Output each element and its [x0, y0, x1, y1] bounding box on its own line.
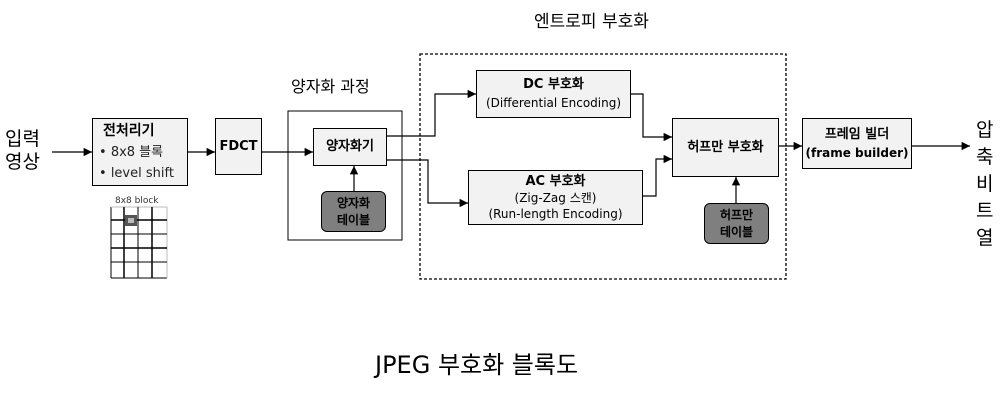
preprocessor-bullet-2: • level shift [99, 163, 174, 184]
quantization-table-line-1: 양자화 [336, 195, 371, 210]
preprocessor-bullet-1: • 8x8 블록 [99, 142, 163, 163]
huffman-encoding-box: 허프만 부호화 [672, 118, 779, 177]
output-label-char-1: 압 [976, 119, 994, 141]
preprocessor-title: 전처리기 [103, 123, 155, 139]
ac-encoding-runlength: (Run-length Encoding) [488, 206, 623, 221]
input-label-line-1: 입력 [5, 128, 40, 150]
block-grid-figure [110, 206, 168, 279]
quantization-group-border [287, 110, 403, 241]
ac-encoding-zigzag: (Zig-Zag 스캔) [514, 190, 597, 205]
output-label-char-4: 트 [976, 200, 994, 222]
dc-encoding-subtitle: (Differential Encoding) [485, 96, 622, 110]
arrow-ac-to-huffman [643, 154, 672, 197]
preprocessor-bullet-1-text: 8x8 블록 [110, 145, 164, 160]
output-label: 압 축 비 트 열 [976, 117, 993, 252]
ac-encoding-title: AC 부호화 [525, 173, 586, 189]
arrow-quantizer-to-ac [387, 159, 468, 208]
output-label-char-5: 열 [976, 227, 994, 249]
huffman-table-line-2: 테이블 [719, 224, 754, 239]
frame-builder-box: 프레임 빌더 (frame builder) [802, 118, 912, 169]
entropy-group-title: 엔트로피 부호화 [534, 12, 649, 32]
diagram-caption: JPEG 부호화 블록도 [375, 351, 579, 379]
frame-builder-subtitle: (frame builder) [805, 145, 909, 160]
dc-encoding-title: DC 부호화 [523, 77, 584, 92]
entropy-group-border [419, 53, 787, 280]
preprocessor-box: 전처리기 • 8x8 블록 • level shift [92, 118, 188, 186]
huffman-table-line-1: 허프만 [719, 207, 754, 222]
quantization-group-title: 양자화 과정 [291, 77, 370, 96]
arrow-quantizer-to-dc [387, 89, 476, 137]
input-label-line-2: 영상 [5, 151, 40, 173]
preprocessor-bullet-2-text: level shift [110, 166, 174, 181]
fdct-box: FDCT [215, 118, 262, 175]
huffman-table-box: 허프만 테이블 [704, 203, 769, 244]
output-label-char-3: 비 [976, 173, 994, 195]
frame-builder-title: 프레임 빌더 [824, 126, 890, 142]
dc-encoding-box: DC 부호화 (Differential Encoding) [476, 70, 631, 118]
arrow-dc-to-huffman [631, 93, 672, 142]
quantization-table-box: 양자화 테이블 [321, 191, 386, 232]
bullet-icon: • [99, 145, 111, 160]
quantization-table-line-2: 테이블 [336, 212, 371, 227]
output-label-char-2: 축 [976, 146, 994, 168]
ac-encoding-box: AC 부호화 (Zig-Zag 스캔) (Run-length Encoding… [468, 170, 643, 225]
bullet-icon: • [99, 166, 111, 181]
quantizer-box: 양자화기 [313, 128, 387, 166]
block-figure-label: 8x8 block [115, 196, 159, 206]
input-label: 입력 영상 [5, 128, 40, 174]
